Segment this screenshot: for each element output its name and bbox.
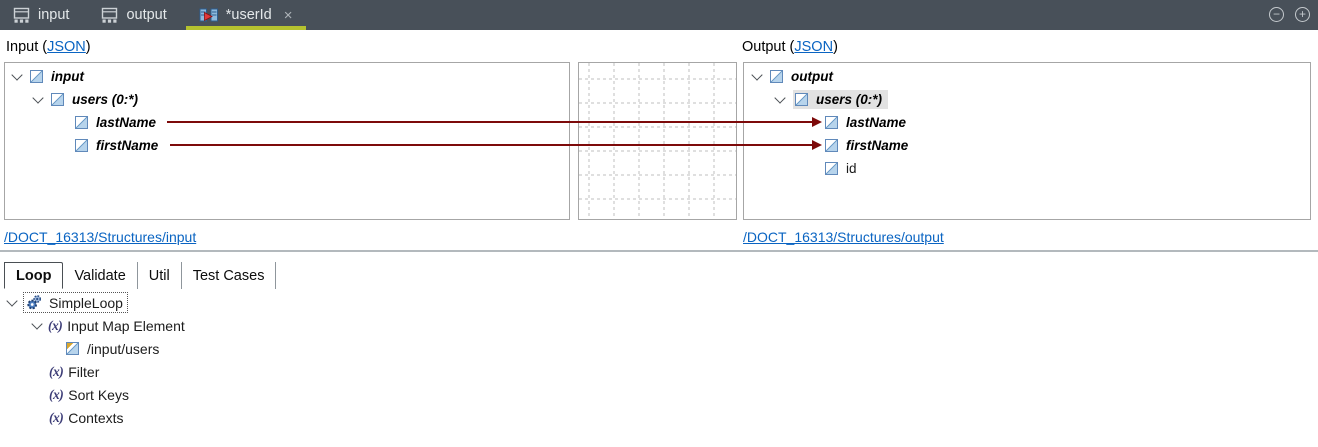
element-icon	[795, 93, 808, 106]
tree-row-contexts[interactable]: (x) Contexts	[0, 406, 1318, 429]
tree-item-label: lastName	[846, 115, 907, 130]
input-header-suffix: )	[85, 39, 91, 55]
input-structure-link[interactable]: /DOCT_16313/Structures/input	[4, 229, 197, 245]
tree-item-label: users (0:*)	[816, 92, 883, 107]
tree-item-label: lastName	[96, 115, 157, 130]
mapping-line-lastname[interactable]	[167, 121, 812, 123]
chevron-down-icon[interactable]	[751, 69, 763, 81]
expression-icon: (x)	[49, 363, 64, 379]
tree-item-label: output	[791, 69, 833, 84]
close-icon[interactable]: ×	[283, 6, 293, 24]
maximize-button[interactable]: +	[1295, 7, 1310, 22]
tab-label: input	[38, 7, 70, 23]
tree-row-simpleloop[interactable]: SimpleLoop	[0, 291, 1318, 314]
expression-icon: (x)	[49, 386, 64, 402]
output-header-suffix: )	[833, 39, 838, 55]
element-icon	[51, 93, 64, 106]
expression-icon: (x)	[48, 317, 63, 333]
element-icon	[30, 70, 43, 83]
tree-item-label: /input/users	[87, 340, 160, 357]
tree-row-filter[interactable]: (x) Filter	[0, 360, 1318, 383]
tree-item-label: Filter	[68, 363, 100, 380]
mapping-icon	[199, 7, 218, 24]
gears-icon	[26, 294, 43, 311]
element-icon	[825, 139, 838, 152]
tree-item-label: input	[51, 69, 84, 84]
element-icon	[75, 116, 88, 129]
tab-util[interactable]: Util	[138, 262, 182, 289]
tree-item-label: users (0:*)	[72, 92, 139, 107]
mapped-element-icon	[66, 342, 79, 355]
tree-item-label: Input Map Element	[67, 317, 185, 334]
tree-item-label: firstName	[96, 138, 159, 153]
minimize-button[interactable]: −	[1269, 7, 1284, 22]
structure-icon	[101, 7, 118, 24]
horizontal-sash[interactable]	[0, 250, 1318, 252]
focus-outline: SimpleLoop	[23, 292, 128, 313]
structure-icon	[13, 7, 30, 24]
input-json-link[interactable]: JSON	[47, 39, 86, 55]
tree-row-users[interactable]: users (0:*)	[5, 88, 569, 111]
tab-output[interactable]: output	[88, 0, 179, 30]
output-structure-link[interactable]: /DOCT_16313/Structures/output	[743, 229, 944, 245]
chevron-down-icon[interactable]	[774, 92, 786, 104]
element-icon	[825, 162, 838, 175]
chevron-down-icon[interactable]	[6, 295, 18, 307]
selection-highlight: users (0:*)	[793, 90, 889, 109]
element-icon	[825, 116, 838, 129]
tree-row-input[interactable]: input	[5, 65, 569, 88]
output-json-link[interactable]: JSON	[794, 39, 834, 55]
mapping-canvas[interactable]	[578, 62, 737, 220]
tab-test-cases[interactable]: Test Cases	[182, 262, 277, 289]
chevron-down-icon[interactable]	[11, 69, 23, 81]
tab-loop[interactable]: Loop	[4, 262, 64, 289]
tree-item-label: Contexts	[68, 409, 124, 426]
chevron-down-icon[interactable]	[31, 318, 43, 330]
tree-row-output[interactable]: output	[744, 65, 1310, 88]
mapping-arrow-icon	[812, 140, 822, 150]
element-icon	[75, 139, 88, 152]
loop-tree: SimpleLoop (x) Input Map Element /input/…	[0, 291, 1318, 429]
input-header-text: Input (	[6, 39, 48, 55]
tree-row-firstname[interactable]: firstName	[744, 134, 1310, 157]
output-tree-panel: output users (0:*) lastName firstName id	[743, 62, 1311, 220]
tree-row-users-selected[interactable]: users (0:*)	[744, 88, 1310, 111]
input-section-header: Input (JSON)	[6, 39, 91, 55]
editor-tab-bar: input output	[0, 0, 1318, 30]
tree-item-label: id	[846, 161, 857, 176]
tree-item-label: Sort Keys	[68, 386, 129, 403]
window-buttons: − +	[1269, 7, 1310, 22]
tab-label: output	[126, 7, 167, 23]
element-icon	[770, 70, 783, 83]
tree-row-lastname[interactable]: lastName	[5, 111, 569, 134]
tree-row-id[interactable]: id	[744, 157, 1310, 180]
chevron-down-icon[interactable]	[32, 92, 44, 104]
bottom-tab-strip: Loop Validate Util Test Cases	[4, 262, 277, 289]
tab-label: *userId	[225, 7, 272, 23]
expression-icon: (x)	[49, 409, 64, 425]
output-header-text: Output (	[742, 39, 795, 55]
tree-item-label: firstName	[846, 138, 909, 153]
tree-row-lastname[interactable]: lastName	[744, 111, 1310, 134]
tab-validate[interactable]: Validate	[63, 262, 138, 289]
input-tree-panel: input users (0:*) lastName firstName	[4, 62, 570, 220]
tab-userid[interactable]: *userId ×	[186, 0, 306, 30]
tree-row-sort-keys[interactable]: (x) Sort Keys	[0, 383, 1318, 406]
mapping-arrow-icon	[812, 117, 822, 127]
tree-row-input-map-element[interactable]: (x) Input Map Element	[0, 314, 1318, 337]
tree-row-input-map-path[interactable]: /input/users	[0, 337, 1318, 360]
tree-item-label: SimpleLoop	[49, 294, 123, 311]
tree-row-firstname[interactable]: firstName	[5, 134, 569, 157]
tab-input[interactable]: input	[0, 0, 82, 30]
mapping-line-firstname[interactable]	[170, 144, 812, 146]
output-section-header: Output (JSON)	[742, 39, 838, 55]
canvas-grid	[579, 63, 736, 219]
